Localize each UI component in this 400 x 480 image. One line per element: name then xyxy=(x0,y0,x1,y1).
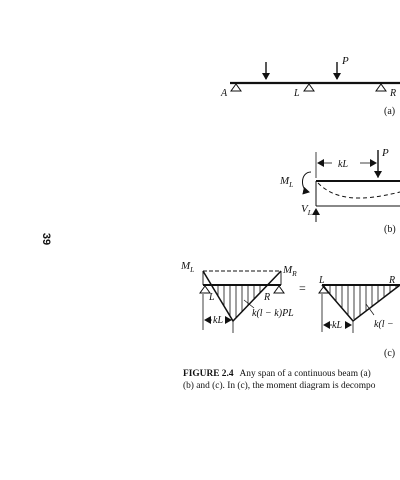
panel-b: kL P ML VL (b) xyxy=(279,147,400,235)
label-mr-c: MR xyxy=(282,264,297,278)
support-label-c-left-l: L xyxy=(208,292,215,303)
shear-label-vl: VL xyxy=(301,203,312,217)
panel-c: ML MR L R kL k(l − k)PL = xyxy=(180,260,400,359)
hatching-left xyxy=(211,285,267,318)
caption-line-1: FIGURE 2.4 Any span of a continuous beam … xyxy=(183,368,400,380)
caption-line-2: (b) and (c). In (c), the moment diagram … xyxy=(183,381,376,391)
span-label-kl-c-right: kL xyxy=(332,320,342,331)
deflected-shape xyxy=(317,182,400,199)
caption-figure-label: FIGURE 2.4 xyxy=(183,369,234,379)
moment-expr-left: k(l − k)PL xyxy=(252,308,294,319)
panel-tag-b: (b) xyxy=(384,224,396,235)
support-label-c-left-r: R xyxy=(263,292,270,303)
support-r xyxy=(375,83,387,92)
span-label-kl-c-left: kL xyxy=(213,315,223,326)
support-label-l: L xyxy=(293,88,300,99)
moment-expr-right: k(l − xyxy=(374,319,394,330)
support-label-c-right-l: L xyxy=(318,275,325,286)
support-label-r: R xyxy=(389,88,396,99)
panel-tag-c: (c) xyxy=(384,348,395,359)
label-ml-c: ML xyxy=(180,260,194,274)
load-label-p-b: P xyxy=(381,147,389,159)
panel-tag-a: (a) xyxy=(384,106,395,117)
support-c-left-r xyxy=(273,285,285,294)
support-a xyxy=(230,83,242,92)
equals-sign: = xyxy=(299,281,306,295)
leader-right xyxy=(365,303,375,316)
support-c-right-l xyxy=(318,285,330,294)
support-label-c-right-r: R xyxy=(388,275,395,286)
hatching-right xyxy=(329,285,397,319)
leader-left xyxy=(243,299,255,309)
panel-a: P A L R (a) xyxy=(220,55,400,117)
support-label-a: A xyxy=(220,88,228,99)
figure-caption: FIGURE 2.4 Any span of a continuous beam … xyxy=(183,368,400,392)
support-c-left-l xyxy=(199,285,211,294)
moment-arrow-ml xyxy=(302,171,312,195)
moment-triangle-right xyxy=(321,284,400,323)
load-label-p: P xyxy=(341,55,349,67)
span-label-kl: kL xyxy=(338,159,348,170)
support-l xyxy=(303,83,315,92)
moment-label-ml: ML xyxy=(279,175,293,189)
caption-text-1: Any span of a continuous beam (a) xyxy=(239,369,371,379)
